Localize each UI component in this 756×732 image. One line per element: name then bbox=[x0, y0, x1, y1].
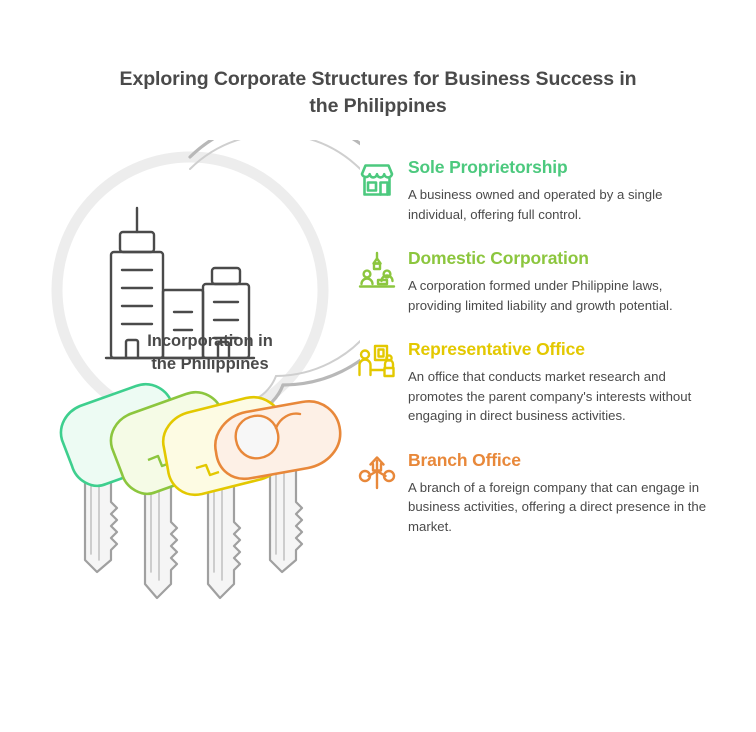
office-buildings-icon bbox=[104, 206, 256, 360]
list-item-branch-office: Branch Office A branch of a foreign comp… bbox=[352, 448, 724, 537]
list-item-description: A branch of a foreign company that can e… bbox=[408, 479, 707, 534]
list-item-description: An office that conducts market research … bbox=[408, 369, 692, 423]
list-item-title: Sole Proprietorship bbox=[408, 157, 568, 177]
list-item-domestic-corporation: Domestic Corporation A corporation forme… bbox=[352, 246, 724, 315]
people-at-desk-icon bbox=[356, 250, 398, 292]
key-ring-icon bbox=[51, 140, 360, 429]
structures-list: Sole Proprietorship A business owned and… bbox=[352, 155, 724, 554]
list-item-description: A corporation formed under Philippine la… bbox=[408, 278, 673, 313]
list-item-title: Domestic Corporation bbox=[408, 248, 589, 268]
list-item-description: A business owned and operated by a singl… bbox=[408, 187, 663, 222]
branch-tree-icon bbox=[356, 452, 398, 494]
key-head-branch-office bbox=[214, 400, 342, 481]
list-item-sole-proprietorship: Sole Proprietorship A business owned and… bbox=[352, 155, 724, 224]
page-title: Exploring Corporate Structures for Busin… bbox=[119, 68, 637, 117]
list-item-title: Representative Office bbox=[408, 339, 585, 359]
list-item-representative-office: Representative Office An office that con… bbox=[352, 337, 724, 426]
keyring-illustration bbox=[40, 140, 360, 670]
person-presentation-icon bbox=[356, 341, 398, 383]
storefront-icon bbox=[356, 159, 398, 201]
list-item-title: Branch Office bbox=[408, 449, 521, 470]
